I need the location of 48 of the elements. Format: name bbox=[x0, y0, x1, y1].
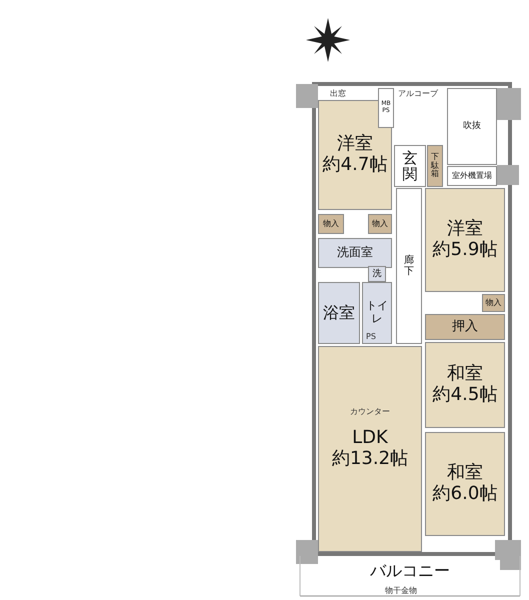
room-label: 下駄箱 bbox=[431, 152, 439, 180]
room-label: 廊下 bbox=[404, 255, 414, 277]
shoe-cabinet bbox=[427, 145, 443, 187]
room-label: 物入 bbox=[323, 219, 339, 229]
room-area bbox=[425, 188, 505, 292]
open-void-area bbox=[447, 88, 497, 165]
room-label: 洗面室 bbox=[337, 246, 373, 260]
room-label: 浴室 bbox=[323, 304, 355, 322]
closet-area bbox=[378, 88, 394, 128]
room-label: 物入 bbox=[486, 298, 502, 308]
fixture-label: 物干金物 bbox=[385, 585, 417, 596]
room-label: 室外機置場 bbox=[452, 171, 492, 181]
hallway-area bbox=[396, 188, 422, 344]
room-label: 洋室 bbox=[447, 219, 483, 240]
room-area bbox=[318, 100, 392, 210]
room-label: 吹抜 bbox=[463, 121, 481, 132]
room-label: 和室 bbox=[447, 364, 483, 385]
room-label: 玄関 bbox=[402, 150, 418, 182]
bathroom-area bbox=[318, 282, 360, 344]
closet-area bbox=[318, 214, 344, 234]
window-label: 出窓 bbox=[330, 88, 346, 99]
room-area bbox=[318, 346, 422, 552]
closet-area bbox=[482, 294, 505, 312]
room-label: トイレ bbox=[365, 300, 389, 326]
room-label: 約5.9帖 bbox=[432, 240, 498, 261]
room-area bbox=[425, 342, 505, 428]
room-label: 和室 bbox=[447, 463, 483, 484]
room-label: 約4.5帖 bbox=[432, 385, 498, 406]
closet-area bbox=[368, 214, 392, 234]
outdoor-unit-area bbox=[447, 166, 497, 186]
toilet-area bbox=[362, 282, 392, 344]
room-area bbox=[425, 432, 505, 536]
entrance-area bbox=[394, 145, 426, 187]
counter-label: カウンター bbox=[350, 406, 390, 417]
washer-space bbox=[368, 266, 386, 282]
closet-area bbox=[425, 314, 505, 340]
alcove-label: アルコーブ bbox=[398, 88, 438, 99]
washroom-area bbox=[318, 238, 392, 268]
room-label: 洋室 bbox=[337, 134, 373, 155]
room-label: 洗 bbox=[372, 268, 382, 280]
room-label: 約6.0帖 bbox=[432, 484, 498, 505]
room-label: バルコニー bbox=[370, 562, 450, 580]
room-label: 約4.7帖 bbox=[322, 155, 388, 176]
pipe-space-label: PS bbox=[366, 332, 376, 341]
room-label: 約13.2帖 bbox=[332, 449, 408, 470]
room-label: 物入 bbox=[372, 219, 388, 229]
room-label: LDK bbox=[352, 428, 388, 449]
room-label: 押入 bbox=[452, 320, 478, 334]
